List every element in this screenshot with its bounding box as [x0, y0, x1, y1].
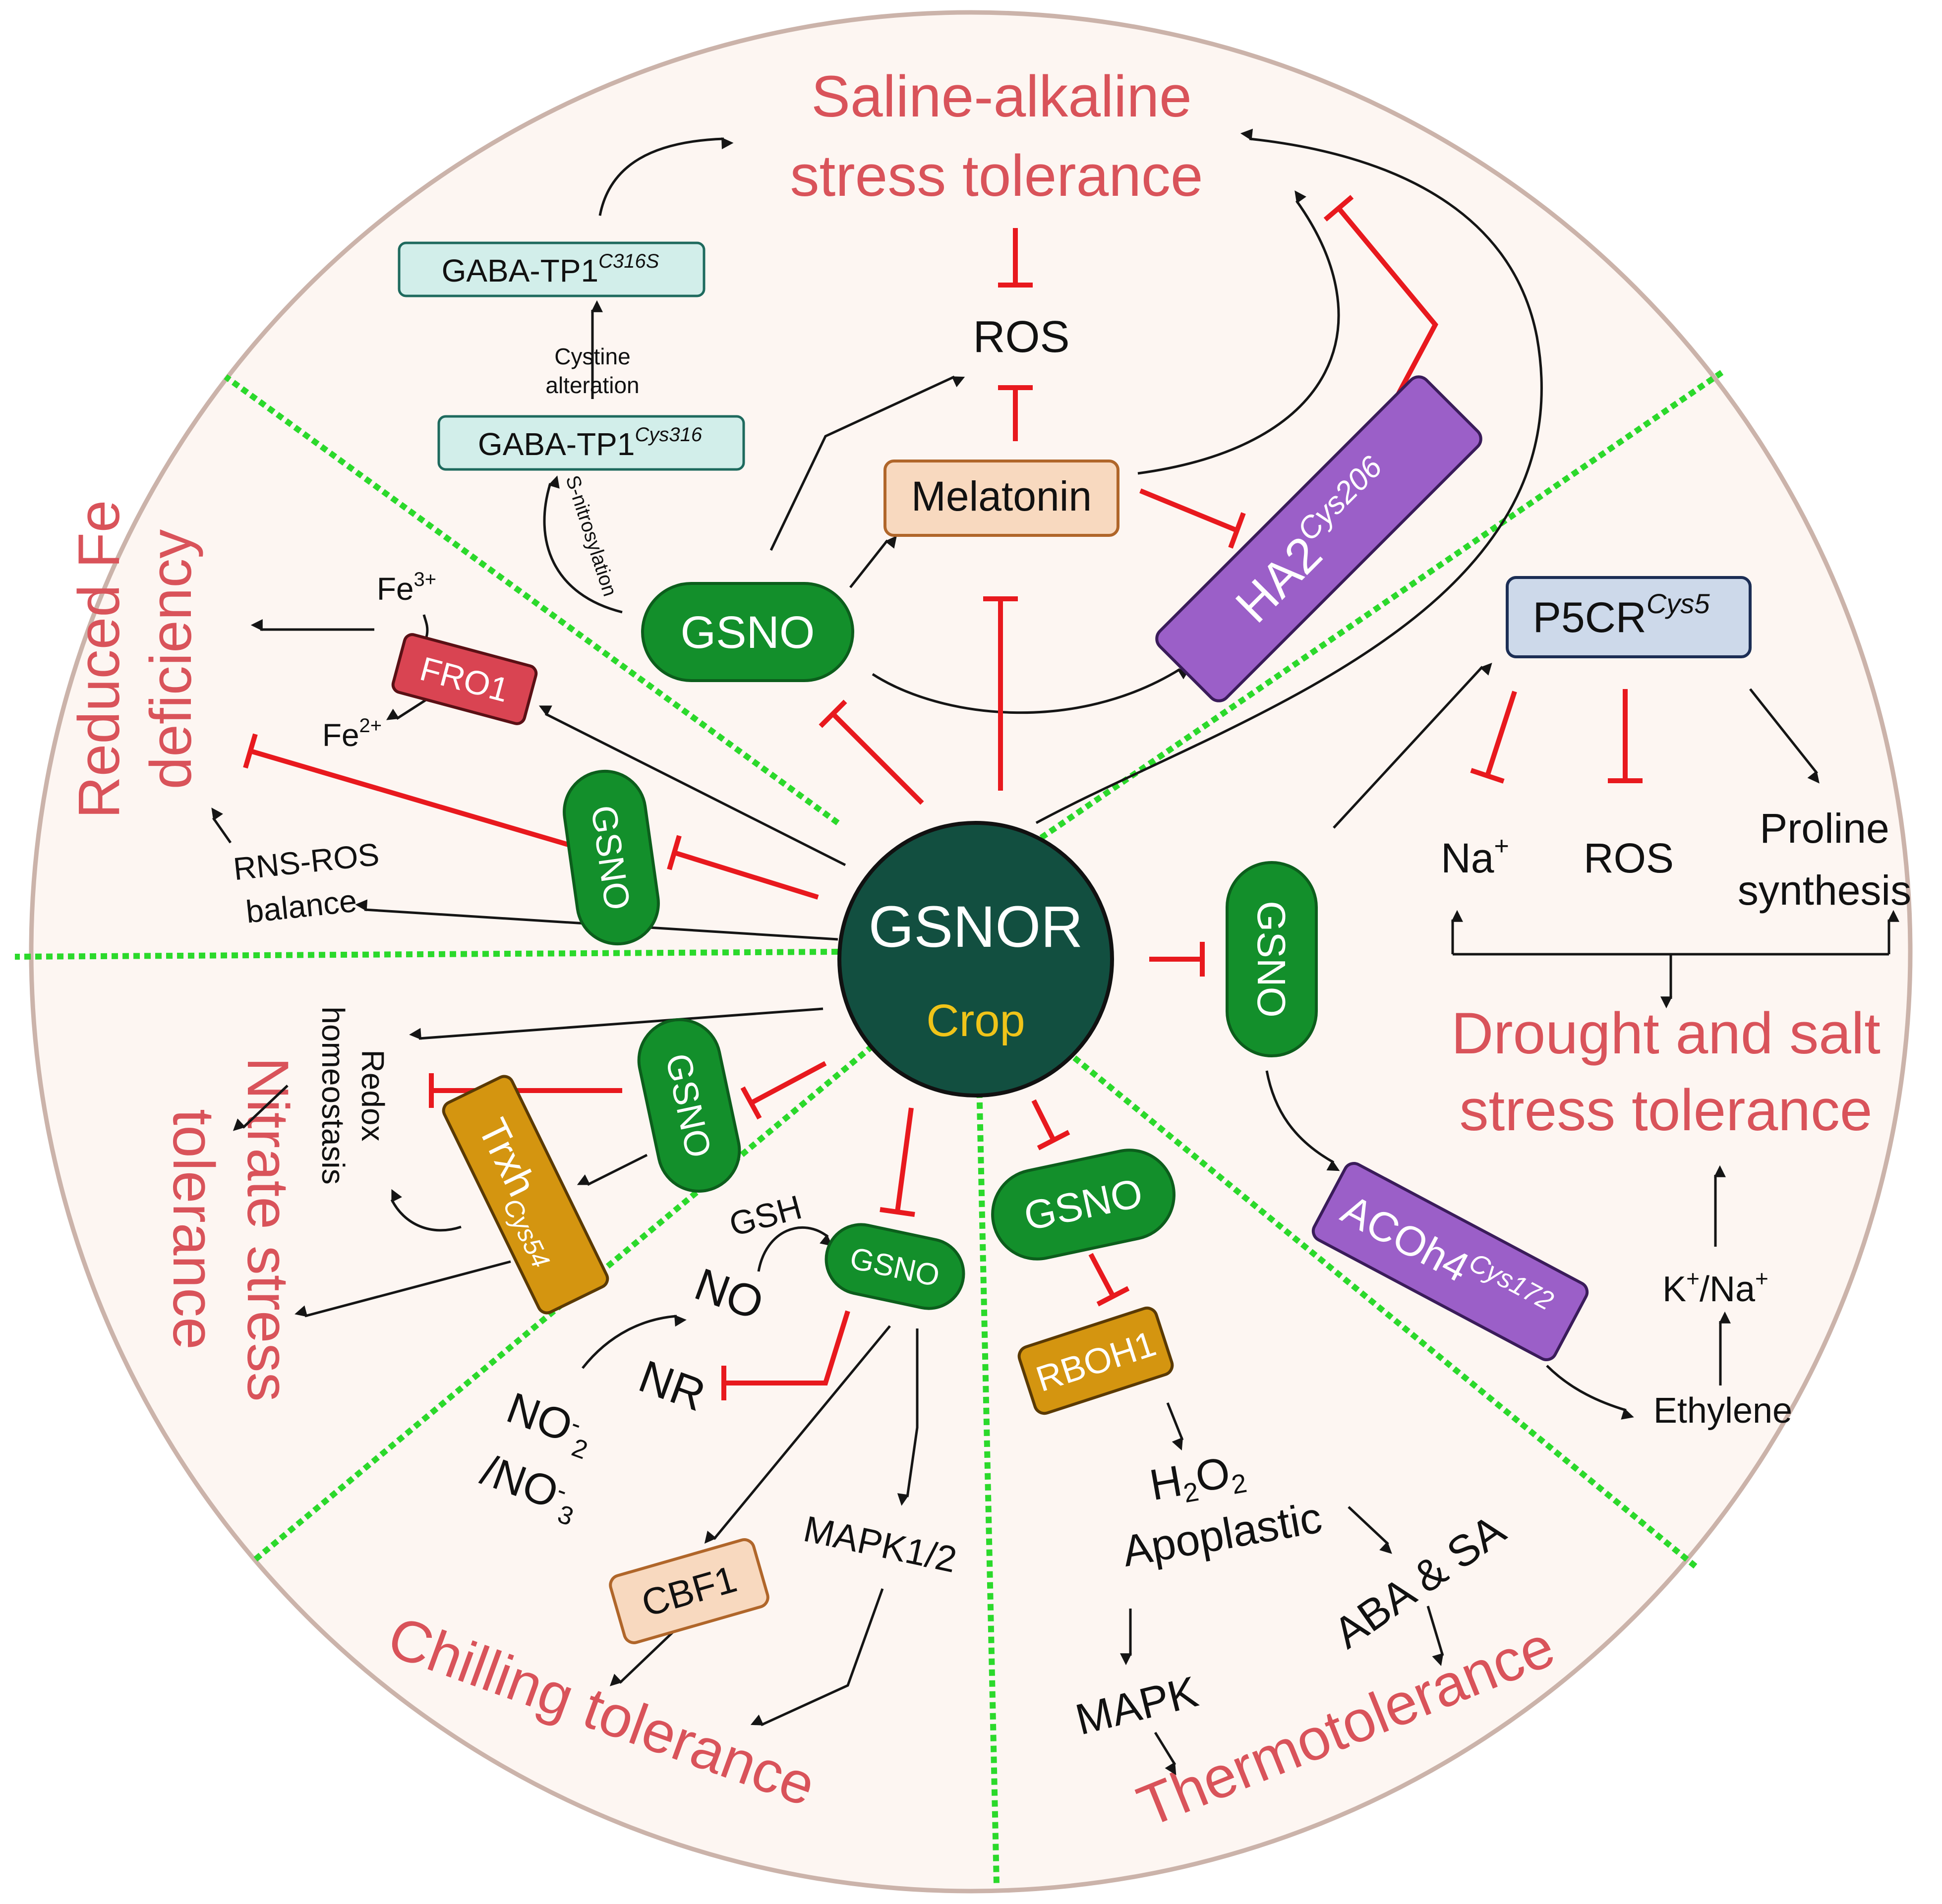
- svg-text:GSNO: GSNO: [1249, 901, 1294, 1018]
- gaba-tp1-cys316-node[interactable]: GABA-TP1Cys316: [437, 415, 745, 471]
- melatonin-node[interactable]: Melatonin: [883, 460, 1119, 537]
- gsno-node-thermo[interactable]: GSNO: [984, 1142, 1182, 1268]
- cbf1-node[interactable]: CBF1: [608, 1537, 770, 1645]
- svg-text:synthesis: synthesis: [1738, 867, 1911, 914]
- gsno-node-drought[interactable]: GSNO: [1226, 861, 1318, 1057]
- svg-text:Reduced Fe: Reduced Fe: [66, 500, 132, 819]
- svg-text:Redox: Redox: [355, 1050, 391, 1142]
- ros-label-drought: ROS: [1584, 835, 1674, 881]
- gsno-node-nitrate[interactable]: GSNO: [631, 1012, 747, 1199]
- section-saline-title: Saline-alkaline stress tolerance: [790, 64, 1203, 209]
- section-dividers: [14, 369, 1725, 1884]
- svg-text:deficiency: deficiency: [138, 529, 204, 790]
- fe2-label: Fe2+: [322, 715, 382, 753]
- section-iron-title: Reduced Fe deficiency: [66, 500, 204, 819]
- gsno-node-iron[interactable]: GSNO: [559, 766, 663, 949]
- svg-text:H2O2: H2O2: [1146, 1445, 1249, 1514]
- ethylene-label: Ethylene: [1653, 1391, 1792, 1431]
- gsno-node-saline[interactable]: GSNO: [641, 582, 854, 682]
- svg-text:Saline-alkaline: Saline-alkaline: [811, 64, 1191, 129]
- svg-text:Nitrate stress: Nitrate stress: [235, 1057, 300, 1401]
- p5cr-node[interactable]: P5CRCys5: [1506, 576, 1752, 658]
- cystine-alteration-label: Cystine alteration: [545, 344, 639, 398]
- gsno-node-chilling[interactable]: GSNO: [820, 1218, 970, 1315]
- redox-homeostasis-label: Redox homeostasis: [315, 1006, 391, 1184]
- svg-text:stress tolerance: stress tolerance: [790, 143, 1203, 209]
- trxh-node[interactable]: TrxhCys54: [441, 1073, 611, 1316]
- svg-text:stress tolerance: stress tolerance: [1460, 1078, 1873, 1143]
- svg-text:Melatonin: Melatonin: [911, 473, 1092, 519]
- svg-text:Cystine: Cystine: [554, 344, 630, 369]
- k-na-label: K+/Na+: [1662, 1266, 1768, 1309]
- svg-text:Drought and salt: Drought and salt: [1451, 1001, 1881, 1066]
- svg-text:GSNO: GSNO: [681, 607, 815, 658]
- ros-label-saline: ROS: [973, 312, 1069, 362]
- svg-text:GABA-TP1Cys316: GABA-TP1Cys316: [478, 424, 703, 462]
- fro1-node[interactable]: FRO1: [391, 633, 538, 726]
- proline-synthesis-label: Proline synthesis: [1738, 805, 1911, 914]
- gsnor-crop-node[interactable]: GSNOR Crop: [837, 821, 1114, 1097]
- svg-text:Proline: Proline: [1760, 805, 1889, 852]
- svg-text:GABA-TP1C316S: GABA-TP1C316S: [442, 250, 659, 288]
- section-nitrate-title: Nitrate stress tolerance: [161, 1057, 300, 1401]
- section-drought-title: Drought and salt stress tolerance: [1451, 1001, 1881, 1143]
- gsnor-label: GSNOR: [869, 894, 1083, 960]
- svg-text:alteration: alteration: [545, 372, 639, 398]
- svg-text:homeostasis: homeostasis: [315, 1006, 351, 1184]
- na-label: Na+: [1441, 832, 1509, 881]
- ha2-node[interactable]: HA2Cys206: [1152, 372, 1485, 705]
- fe3-label: Fe3+: [377, 569, 436, 607]
- gaba-tp1-c316s-node[interactable]: GABA-TP1C316S: [398, 241, 706, 297]
- svg-text:tolerance: tolerance: [161, 1109, 226, 1349]
- crop-label: Crop: [926, 995, 1025, 1046]
- inhibition-lines: [243, 195, 1643, 1400]
- svg-text:P5CRCys5: P5CRCys5: [1533, 588, 1710, 641]
